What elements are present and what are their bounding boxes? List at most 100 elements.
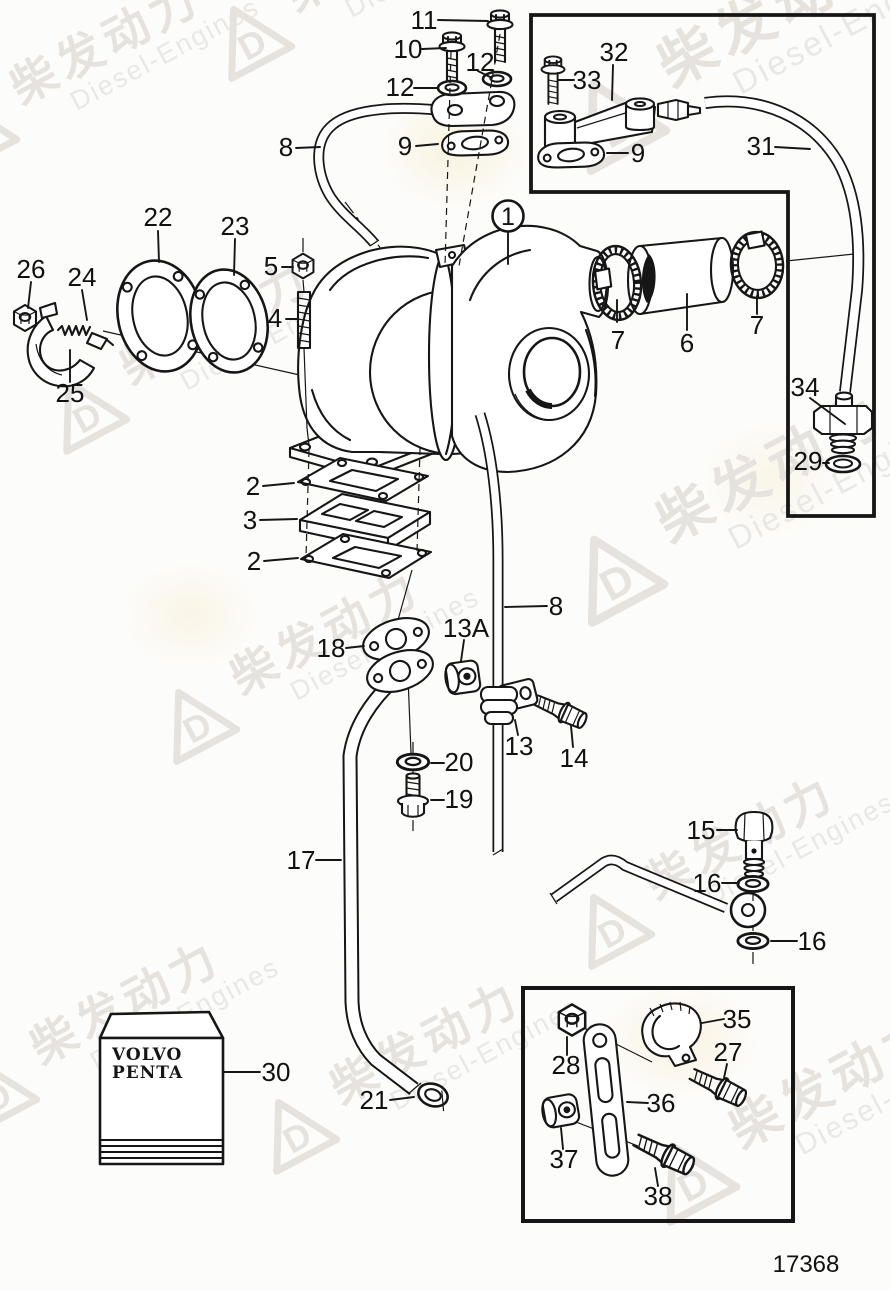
brand-line1: VOLVO — [111, 1045, 182, 1065]
part-8-oil-supply-pipe — [313, 90, 516, 247]
part-34-connector — [812, 391, 874, 455]
label-30: 30 — [262, 1057, 291, 1087]
part-20-washer — [395, 752, 431, 772]
part-31-hose — [704, 95, 865, 393]
label-24: 24 — [68, 262, 97, 292]
part-23-flange-ring — [188, 268, 270, 374]
part-5-nut — [291, 238, 315, 293]
part-8-banjo-pipe — [549, 854, 767, 929]
part-16-washer — [736, 932, 770, 950]
part-21-clamp-ring — [417, 1082, 449, 1112]
label-22: 22 — [144, 202, 173, 232]
label-6: 6 — [680, 328, 694, 358]
part-1-turbocharger — [288, 201, 610, 481]
drawing-number: 17368 — [773, 1251, 840, 1278]
part-13a-bushing — [444, 659, 482, 696]
part-14-bolt — [530, 689, 591, 733]
label-27: 27 — [714, 1037, 743, 1067]
label-29: 29 — [794, 446, 823, 476]
label-35: 35 — [723, 1004, 752, 1034]
part-15-banjo-bolt — [734, 810, 774, 879]
part-2-gasket — [296, 456, 430, 503]
label-10: 10 — [394, 34, 423, 64]
bolt-centerlines — [444, 33, 501, 267]
label-38: 38 — [644, 1181, 673, 1211]
label-15: 15 — [687, 815, 716, 845]
label-23: 23 — [221, 211, 250, 241]
part-29-sealing-ring — [824, 454, 862, 474]
label-32: 32 — [600, 37, 629, 67]
part-10-bolt — [438, 31, 466, 86]
part-13-clamp — [479, 678, 539, 726]
label-25: 25 — [56, 378, 85, 408]
part-4-stud — [296, 290, 312, 446]
label-9: 9 — [398, 131, 412, 161]
label-8: 8 — [279, 132, 293, 162]
part-26-nut — [12, 303, 38, 333]
part-16-washer — [736, 875, 770, 893]
part-30-gasket-kit-box: VOLVO PENTA — [98, 1010, 225, 1166]
label-18: 18 — [317, 633, 346, 663]
callout-1: 1 — [491, 199, 525, 265]
label-17: 17 — [287, 845, 316, 875]
part-27-bolt — [685, 1062, 751, 1111]
part-38-bolt — [629, 1127, 699, 1180]
label-9: 9 — [631, 138, 645, 168]
label-21: 21 — [360, 1085, 389, 1115]
label-28: 28 — [552, 1050, 581, 1080]
stack-centerlines — [305, 447, 421, 559]
inset-box-top — [529, 13, 876, 518]
label-11: 11 — [411, 5, 438, 35]
part-17-drain-pipe — [342, 674, 422, 1095]
part-8-return-pipe — [474, 412, 504, 856]
part-28-nut — [557, 1003, 587, 1037]
label-2: 2 — [247, 546, 261, 576]
label-13: 13 — [505, 731, 534, 761]
label-20: 20 — [445, 747, 474, 777]
part-9-gasket — [439, 125, 511, 161]
part-19-bolt — [396, 772, 430, 818]
part-7-hose-clamp — [591, 244, 643, 322]
label-37: 37 — [550, 1144, 579, 1174]
part-6-hose — [626, 236, 735, 316]
label-34: 34 — [791, 372, 820, 402]
label-12: 12 — [386, 72, 415, 102]
label-5: 5 — [264, 251, 278, 281]
label-7: 7 — [750, 310, 764, 340]
part-12-washer — [436, 79, 468, 97]
label-16: 16 — [798, 926, 827, 956]
label-4: 4 — [268, 303, 282, 333]
label-14: 14 — [560, 743, 589, 773]
label-3: 3 — [243, 505, 257, 535]
label-2: 2 — [246, 471, 260, 501]
label-31: 31 — [747, 131, 776, 161]
inset-box-bottom — [521, 986, 795, 1223]
part-32-bracket — [543, 97, 702, 153]
label-26: 26 — [17, 254, 46, 284]
brand-line2: PENTA — [112, 1063, 183, 1083]
part-25-clamp-half — [26, 301, 96, 388]
part-35-clamp — [641, 1001, 702, 1068]
part-2-gasket — [299, 532, 433, 580]
part-22-flange-ring — [115, 259, 205, 373]
label-1: 1 — [501, 203, 515, 231]
label-33: 33 — [573, 65, 602, 95]
label-7: 7 — [611, 325, 625, 355]
part-36-bracket — [582, 1023, 630, 1177]
label-8: 8 — [549, 591, 563, 621]
callout-labels: 11 10 12 12 8 9 33 32 9 31 22 23 26 24 5… — [17, 5, 827, 1211]
part-24-fitting — [56, 324, 115, 351]
part-37-bushing — [541, 1093, 581, 1129]
label-13a: 13A — [443, 613, 490, 643]
part-7-hose-clamp — [729, 230, 785, 300]
label-36: 36 — [647, 1088, 676, 1118]
